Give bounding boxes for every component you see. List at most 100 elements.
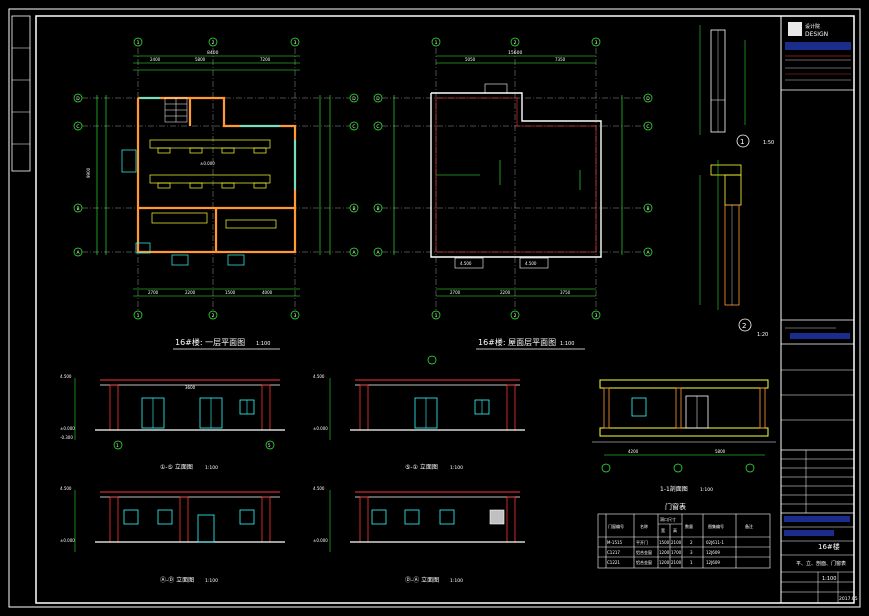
roof-level-1: 4.500 (460, 261, 472, 266)
plan-title: 16#楼: 一层平面图 (175, 337, 245, 347)
th-name: 名称 (640, 523, 648, 529)
th-size: 洞口尺寸 (660, 516, 676, 522)
elev2-scale: 1:100 (450, 465, 463, 471)
plan-dim-bottom-1: 2700 (148, 290, 159, 295)
elev1-level-floor: ±0.000 (60, 426, 75, 431)
row3-h: 2100 (671, 560, 682, 565)
title-block-drawing-no: 16#楼 (818, 542, 840, 551)
plan-dim-top-2: 5800 (195, 57, 206, 62)
floor-plan: 8400 2400 5800 7200 2700 2200 1500 4000 … (73, 37, 359, 350)
th-height: 高 (673, 527, 677, 533)
plan-level: ±0.000 (200, 161, 215, 166)
plan-dim-bottom-3: 1500 (225, 290, 236, 295)
roof-axis-b-left: B (376, 206, 379, 212)
th-remark: 备注 (745, 523, 753, 529)
plan-axis-3-bottom: 3 (294, 313, 297, 319)
roof-title: 16#楼: 屋面层平面图 (478, 337, 556, 347)
plan-axis-a-left: A (76, 250, 80, 256)
roof-axis-b-right: B (646, 206, 649, 212)
elev2-level-top: 4.500 (313, 374, 325, 379)
section-dim-2: 5800 (715, 449, 726, 454)
roof-axis-a-right: A (646, 250, 650, 256)
row2-w: 1200 (659, 550, 670, 555)
elev1-level-ground: -0.300 (60, 435, 73, 440)
roof-dim-bottom-1: 2700 (450, 290, 461, 295)
company-logo (788, 22, 802, 36)
roof-axis-1-top: 1 (435, 40, 438, 46)
roof-dim-bottom-3: 3750 (560, 290, 571, 295)
row2-h: 1700 (671, 550, 682, 555)
section-scale: 1:100 (700, 487, 713, 493)
plan-dim-bottom-4: 4000 (262, 290, 273, 295)
roof-axis-2-top: 2 (514, 40, 517, 46)
title-block-scale: 1:100 (822, 576, 836, 582)
row3-code: C1221 (607, 560, 620, 565)
elev4-scale: 1:100 (450, 578, 463, 584)
row1-h: 2100 (671, 540, 682, 545)
elevation-1-5: 4.500 ±0.000 -0.300 3600 1 5 ①-⑤ 立面图 1:1… (60, 374, 285, 471)
plan-dim-top-1: 2400 (150, 57, 161, 62)
roof-axis-3-bottom: 3 (595, 313, 598, 319)
row3-atlas: 12J609 (706, 560, 720, 565)
plan-dim-bottom-2: 2200 (185, 290, 196, 295)
elev3-scale: 1:100 (205, 578, 218, 584)
elev2-title: ⑤-① 立面图 (405, 463, 438, 471)
elev4-level-floor: ±0.000 (313, 538, 328, 543)
roof-axis-c-right: C (646, 124, 649, 130)
elev1-scale: 1:100 (205, 465, 218, 471)
roof-dim-top-2: 7350 (555, 57, 566, 62)
elev3-title: Ⓐ-Ⓓ 立面图 (160, 576, 194, 584)
svg-text:1: 1 (740, 138, 744, 146)
svg-text:设计院: 设计院 (805, 23, 820, 30)
elev1-height: 3600 (185, 385, 196, 390)
plan-axis-c-left: C (76, 124, 79, 130)
section-dim-1: 4200 (628, 449, 639, 454)
roof-axis-a-left: A (376, 250, 380, 256)
elev3-level-top: 4.500 (60, 486, 72, 491)
th-width: 宽 (661, 527, 665, 533)
elev1-axis-right: 5 (268, 443, 271, 448)
plan-dim-total: 8400 (207, 50, 219, 56)
roof-axis-d-right: D (646, 96, 650, 102)
plan-axis-1-bottom: 1 (137, 313, 140, 319)
plan-axis-b-left: B (76, 206, 79, 212)
door-window-table: 门窗表 门窗编号 名称 洞口尺寸 宽 高 数量 图集编号 备注 M-1515 平 (597, 502, 771, 569)
elev2-level-floor: ±0.000 (313, 426, 328, 431)
row2-code: C1217 (607, 550, 620, 555)
row2-count: 3 (690, 550, 693, 555)
roof-axis-d-left: D (376, 96, 380, 102)
roof-scale: 1:100 (560, 341, 574, 347)
elev1-axis-left: 1 (116, 443, 119, 448)
title-block-date: 2017.05 (839, 596, 858, 602)
roof-dim-bottom-2: 2200 (500, 290, 511, 295)
roof-axis-c-left: C (376, 124, 379, 130)
row3-name: 铝合金窗 (636, 559, 652, 565)
title-block-content: 平、立、剖面、门窗表 (796, 560, 846, 567)
roof-dim-total: 15600 (508, 50, 522, 56)
detail-2-scale: 1:20 (757, 332, 768, 338)
roof-axis-1-bottom: 1 (435, 313, 438, 319)
plan-scale: 1:100 (256, 341, 270, 347)
plan-axis-1-top: 1 (137, 40, 140, 46)
roof-dim-top-1: 5050 (465, 57, 476, 62)
row1-count: 2 (690, 540, 693, 545)
row1-w: 1500 (659, 540, 670, 545)
detail-1-scale: 1:50 (763, 140, 774, 146)
plan-axis-3-top: 3 (294, 40, 297, 46)
th-count: 数量 (685, 523, 693, 529)
plan-axis-a-right: A (352, 250, 356, 256)
detail-1: 1 1:50 (699, 25, 774, 148)
row1-code: M-1515 (607, 540, 623, 545)
section-title: 1-1剖面图 (660, 485, 688, 493)
plan-dim-vertical: 9900 (86, 167, 91, 178)
roof-axis-2-bottom: 2 (514, 313, 517, 319)
th-code: 门窗编号 (608, 523, 624, 529)
plan-axis-b-right: B (352, 206, 355, 212)
plan-axis-d-left: D (76, 96, 80, 102)
elev3-level-floor: ±0.000 (60, 538, 75, 543)
plan-axis-d-right: D (352, 96, 356, 102)
row3-w: 1200 (659, 560, 670, 565)
elev4-level-top: 4.500 (313, 486, 325, 491)
elevation-5-1: 4.500 ±0.000 ⑤-① 立面图 1:100 (313, 355, 525, 471)
